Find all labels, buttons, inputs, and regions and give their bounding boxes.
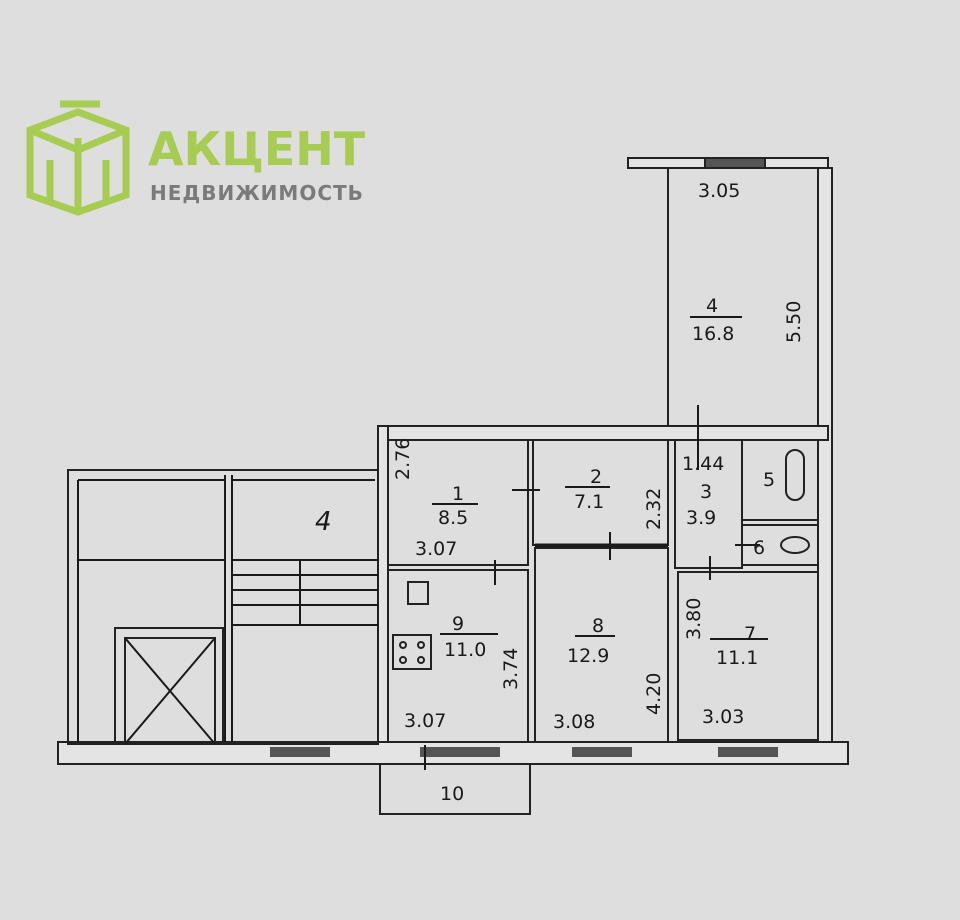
- room-9-area: 11.0: [444, 639, 486, 661]
- dim-r1-width: 3.07: [415, 538, 457, 560]
- logo-name: АКЦЕНТ: [148, 122, 366, 176]
- logo: АКЦЕНТ НЕДВИЖИМОСТЬ: [26, 100, 366, 216]
- dim-r2-height: 2.32: [643, 488, 665, 530]
- room-1-area: 8.5: [438, 507, 468, 529]
- logo-tagline: НЕДВИЖИМОСТЬ: [150, 181, 364, 205]
- dim-r7-width: 3.03: [702, 706, 744, 728]
- dim-r8-width: 3.08: [553, 711, 595, 733]
- dim-r9-height: 3.74: [500, 648, 522, 690]
- room-labels: 3.05 5.50 4 16.8 2.76 1 8.5 3.07 2 7.1 2…: [315, 180, 805, 805]
- dim-r9-width: 3.07: [404, 710, 446, 732]
- room-7-number: 7: [744, 623, 756, 645]
- dim-r4-length: 5.50: [783, 301, 805, 343]
- dim-r4-width: 3.05: [698, 180, 740, 202]
- dim-r7-height: 3.80: [683, 598, 705, 640]
- room-10-number: 10: [440, 783, 464, 805]
- room-3-number: 3: [700, 481, 712, 503]
- room-2-area: 7.1: [574, 491, 604, 513]
- room-4-number: 4: [706, 295, 718, 317]
- elevator-shaft: [114, 627, 224, 745]
- room-3-area: 3.9: [686, 507, 716, 529]
- room-8-area: 12.9: [567, 645, 609, 667]
- apartment-mark: 4: [315, 507, 332, 537]
- dim-r3-width: 1.44: [682, 453, 724, 475]
- room-6-number: 6: [753, 537, 765, 559]
- stairs: [232, 560, 378, 626]
- logo-cube-icon: [26, 100, 130, 216]
- room-9-number: 9: [452, 613, 464, 635]
- room-7-area: 11.1: [716, 647, 758, 669]
- room-2-number: 2: [590, 466, 602, 488]
- walls: [57, 157, 849, 815]
- dim-r1-height: 2.76: [392, 438, 414, 480]
- room-5-number: 5: [763, 469, 775, 491]
- room-1-number: 1: [452, 483, 464, 505]
- dim-r8-height: 4.20: [643, 673, 665, 715]
- room-4-area: 16.8: [692, 323, 734, 345]
- room-8-number: 8: [592, 615, 604, 637]
